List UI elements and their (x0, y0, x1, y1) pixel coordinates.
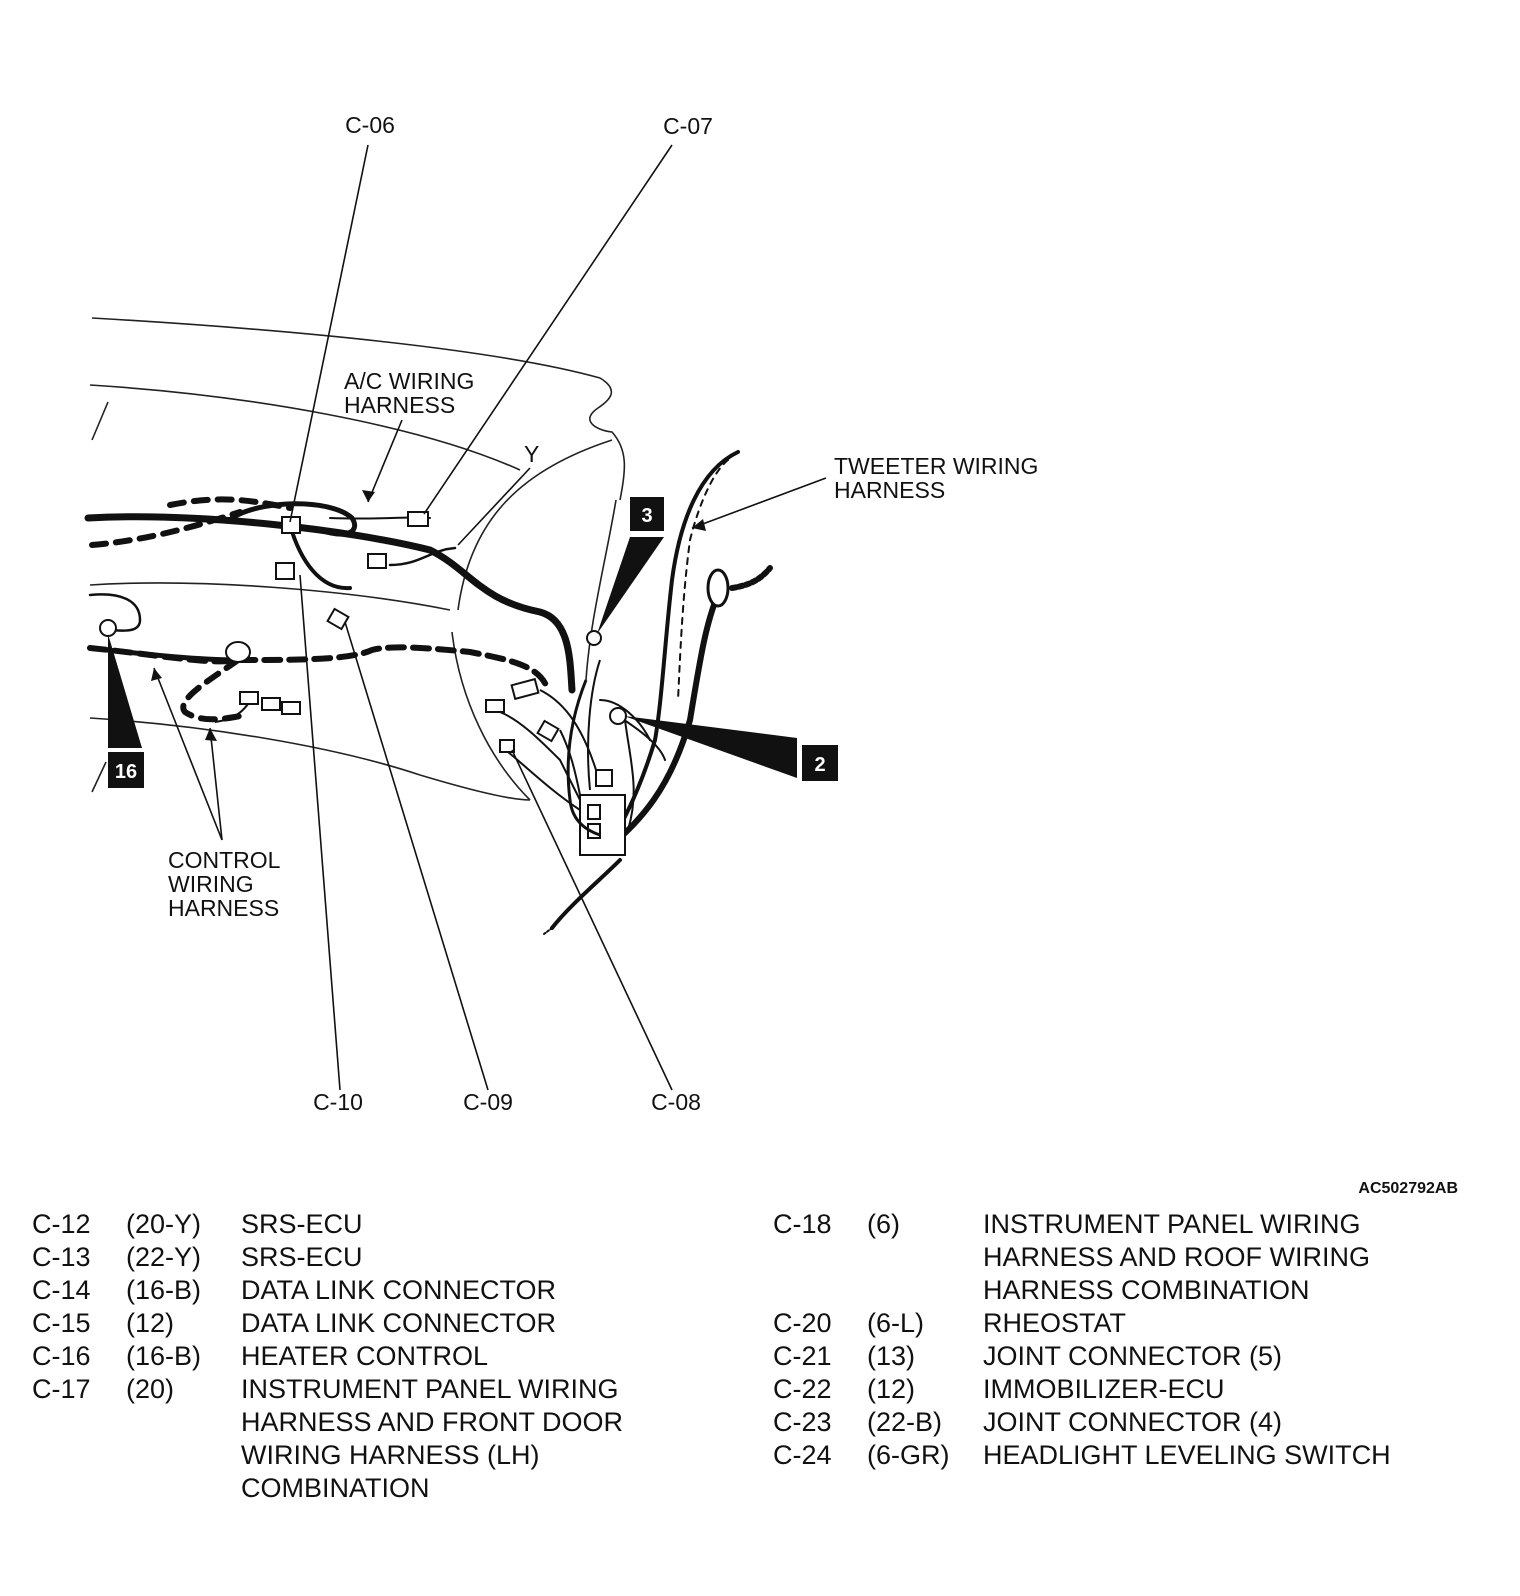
legend-code: C-20 (773, 1308, 832, 1338)
legend-desc: DATA LINK CONNECTOR (241, 1307, 752, 1340)
legend-desc: INSTRUMENT PANEL WIRING HARNESS AND ROOF… (983, 1208, 1503, 1307)
legend-size: (12) (126, 1308, 175, 1338)
legend-desc-line: INSTRUMENT PANEL WIRING (983, 1209, 1361, 1239)
legend-desc-line: RHEOSTAT (983, 1308, 1127, 1338)
leader-arrowheads (151, 490, 706, 741)
legend-size: (6-GR) (867, 1440, 950, 1470)
cluster-wires (214, 659, 635, 837)
legend-code: C-23 (773, 1407, 832, 1437)
legend-row: C-15 (12) DATA LINK CONNECTOR (32, 1307, 752, 1340)
legend-row: C-24 (6-GR) HEADLIGHT LEVELING SWITCH (773, 1439, 1503, 1472)
ground-pointers (108, 537, 797, 778)
ground-tag-16: 16 (108, 752, 144, 788)
callout-c06: C-06 (345, 112, 395, 138)
legend-row: C-21 (13) JOINT CONNECTOR (5) (773, 1340, 1503, 1373)
legend-code: C-18 (773, 1209, 832, 1239)
callout-c10: C-10 (313, 1089, 363, 1115)
legend-desc: IMMOBILIZER-ECU (983, 1373, 1503, 1406)
legend-desc-line: IMMOBILIZER-ECU (983, 1374, 1225, 1404)
ground-tag-3-text: 3 (641, 505, 652, 527)
ac-harness-label-line1: A/C WIRING (344, 368, 474, 394)
legend-size: (20-Y) (126, 1209, 202, 1239)
legend-desc-line: INSTRUMENT PANEL WIRING (241, 1374, 619, 1404)
legend-desc: HEADLIGHT LEVELING SWITCH (983, 1439, 1503, 1472)
legend-desc: DATA LINK CONNECTOR (241, 1274, 752, 1307)
legend-desc-line: SRS-ECU (241, 1242, 363, 1272)
instrument-panel-outline (89, 317, 626, 801)
legend-desc: RHEOSTAT (983, 1307, 1503, 1340)
legend-desc: HEATER CONTROL (241, 1340, 752, 1373)
ground-tag-2-text: 2 (814, 754, 825, 776)
legend-desc-line: HARNESS AND ROOF WIRING (983, 1242, 1371, 1272)
legend-code: C-22 (773, 1374, 832, 1404)
legend-desc: JOINT CONNECTOR (4) (983, 1406, 1503, 1439)
harness-connectors (99, 511, 627, 725)
legend-size: (16-B) (126, 1275, 202, 1305)
legend-row: C-16 (16-B) HEATER CONTROL (32, 1340, 752, 1373)
tweeter-harness-label-line1: TWEETER WIRING (834, 453, 1038, 479)
legend-desc-line: DATA LINK CONNECTOR (241, 1275, 557, 1305)
legend-desc-line: JOINT CONNECTOR (4) (983, 1407, 1283, 1437)
legend-desc-line: SRS-ECU (241, 1209, 363, 1239)
legend-desc-line: WIRING HARNESS (LH) (241, 1440, 540, 1470)
ground-tag-16-text: 16 (115, 761, 137, 783)
legend-row: C-20 (6-L) RHEOSTAT (773, 1307, 1503, 1340)
legend-desc-line: HEATER CONTROL (241, 1341, 489, 1371)
ground-tag-2: 2 (802, 745, 838, 781)
control-harness-label-line2: WIRING (168, 871, 254, 897)
control-harness-label-line1: CONTROL (168, 847, 281, 873)
legend-size: (12) (867, 1374, 916, 1404)
legend-desc: SRS-ECU (241, 1241, 752, 1274)
legend-code: C-17 (32, 1374, 91, 1404)
legend-desc: INSTRUMENT PANEL WIRING HARNESS AND FRON… (241, 1373, 752, 1505)
legend-code: C-24 (773, 1440, 832, 1470)
legend-row: C-13 (22-Y) SRS-ECU (32, 1241, 752, 1274)
legend-size: (16-B) (126, 1341, 202, 1371)
legend-desc-line: HARNESS COMBINATION (983, 1275, 1310, 1305)
legend-desc-line: HARNESS AND FRONT DOOR (241, 1407, 624, 1437)
legend-code: C-15 (32, 1308, 91, 1338)
legend-size: (6-L) (867, 1308, 925, 1338)
connector-legend-left: C-12 (20-Y) SRS-ECU C-13 (22-Y) SRS-ECU … (32, 1208, 752, 1505)
callout-c09: C-09 (463, 1089, 513, 1115)
legend-size: (6) (867, 1209, 900, 1239)
legend-row: C-18 (6) INSTRUMENT PANEL WIRING HARNESS… (773, 1208, 1503, 1307)
legend-code: C-12 (32, 1209, 91, 1239)
legend-code: C-13 (32, 1242, 91, 1272)
tweeter-harness (543, 450, 773, 935)
y-marker-label: Y (524, 441, 539, 467)
legend-row: C-22 (12) IMMOBILIZER-ECU (773, 1373, 1503, 1406)
ac-harness-label-line2: HARNESS (344, 392, 455, 418)
wiring-harness-diagram: 3 2 16 C-06 C-07 C-10 C-09 C-08 A/C WIRI… (84, 112, 1038, 1115)
callout-c07: C-07 (663, 113, 713, 139)
connector-legend-right: C-18 (6) INSTRUMENT PANEL WIRING HARNESS… (773, 1208, 1503, 1472)
legend-row: C-23 (22-B) JOINT CONNECTOR (4) (773, 1406, 1503, 1439)
legend-desc: JOINT CONNECTOR (5) (983, 1340, 1503, 1373)
legend-size: (22-Y) (126, 1242, 202, 1272)
legend-desc-line: HEADLIGHT LEVELING SWITCH (983, 1440, 1391, 1470)
figure-id: AC502792AB (1358, 1180, 1458, 1197)
ground-tag-3: 3 (630, 497, 664, 531)
legend-desc-line: DATA LINK CONNECTOR (241, 1308, 557, 1338)
main-harness (84, 496, 576, 723)
legend-row: C-12 (20-Y) SRS-ECU (32, 1208, 752, 1241)
legend-row: C-14 (16-B) DATA LINK CONNECTOR (32, 1274, 752, 1307)
legend-desc-line: COMBINATION (241, 1473, 430, 1503)
leader-lines (153, 144, 827, 1091)
legend-size: (13) (867, 1341, 916, 1371)
legend-desc: SRS-ECU (241, 1208, 752, 1241)
callout-c08: C-08 (651, 1089, 701, 1115)
legend-row: C-17 (20) INSTRUMENT PANEL WIRING HARNES… (32, 1373, 752, 1505)
connector-cluster (239, 677, 626, 856)
legend-code: C-14 (32, 1275, 91, 1305)
legend-desc-line: JOINT CONNECTOR (5) (983, 1341, 1283, 1371)
legend-size: (22-B) (867, 1407, 943, 1437)
grommet (706, 568, 730, 608)
legend-code: C-16 (32, 1341, 91, 1371)
legend-size: (20) (126, 1374, 175, 1404)
tweeter-harness-label-line2: HARNESS (834, 477, 945, 503)
control-harness-label-line3: HARNESS (168, 895, 279, 921)
legend-code: C-21 (773, 1341, 832, 1371)
